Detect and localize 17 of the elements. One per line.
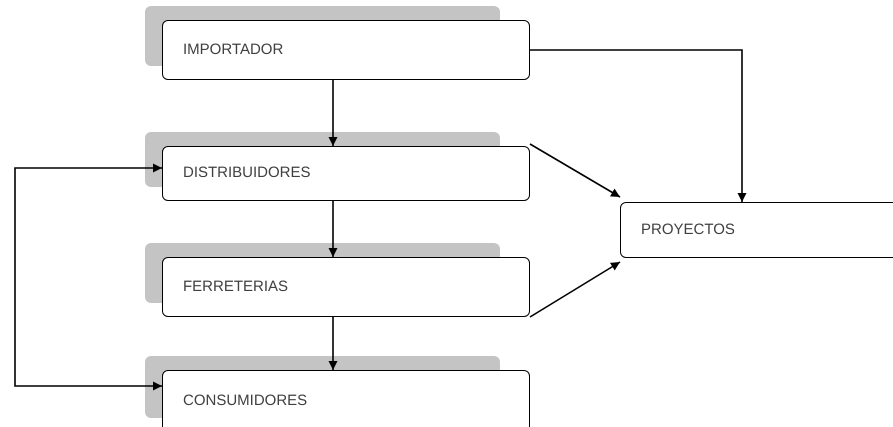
box-label: DISTRIBUIDORES [183, 163, 311, 184]
process-box [162, 146, 530, 201]
arrow [530, 143, 620, 198]
process-box [162, 20, 530, 80]
arrow [530, 49, 746, 202]
process-box [162, 370, 530, 427]
box-label: FERRETERIAS [183, 276, 288, 297]
box-label: IMPORTADOR [183, 40, 284, 60]
arrow [328, 80, 338, 146]
arrow [530, 261, 620, 318]
process-box [620, 202, 893, 258]
arrow [14, 164, 162, 390]
process-box [162, 257, 530, 317]
box-label: CONSUMIDORES [183, 390, 308, 411]
box-label: PROYECTOS [641, 220, 735, 240]
arrow [328, 317, 338, 370]
arrow [328, 201, 338, 257]
